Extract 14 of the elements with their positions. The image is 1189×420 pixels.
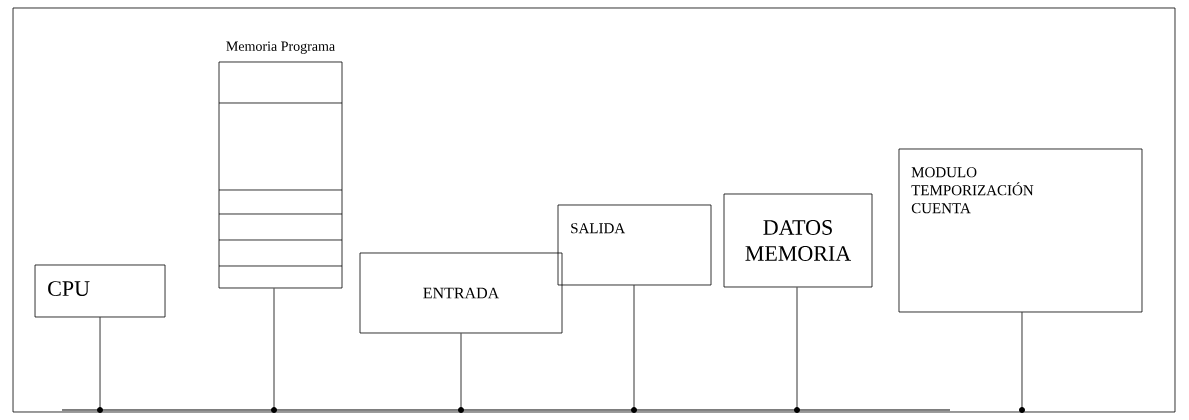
block-box: ENTRADA <box>359 252 563 334</box>
block-box: MODULO TEMPORIZACIÓN CUENTA <box>898 148 1143 313</box>
bus-connector <box>796 287 798 411</box>
bus-connector <box>273 288 275 411</box>
block-box: CPU <box>34 264 166 318</box>
bus-connector <box>1021 311 1023 411</box>
bus-line <box>61 407 1025 413</box>
node-label: Memoria Programa <box>226 41 335 54</box>
block-box: SALIDA <box>557 204 712 286</box>
bus-connector <box>633 284 635 411</box>
memory-stack-box: Memoria Programa <box>218 41 343 289</box>
bus-connector <box>460 333 462 411</box>
bus-connector <box>99 316 101 411</box>
block-box: DATOS MEMORIA <box>723 193 873 288</box>
